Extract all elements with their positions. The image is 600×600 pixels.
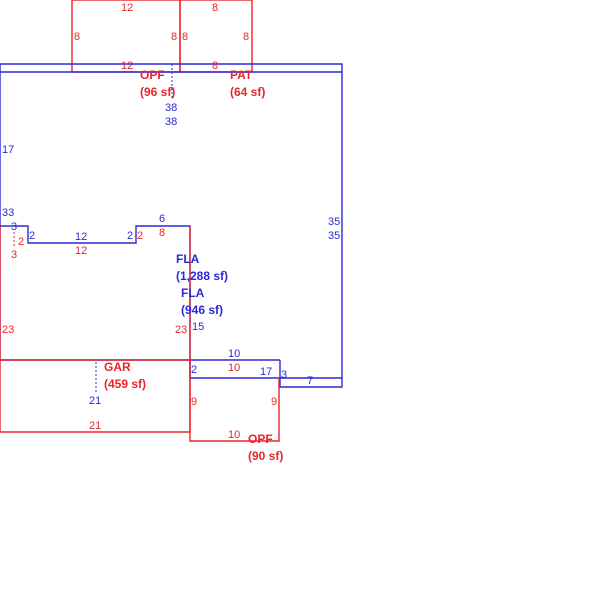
dim-label: 35 <box>328 216 340 228</box>
dim-label: 8 <box>212 2 218 14</box>
dim-label: 12 <box>75 245 87 257</box>
dim-label: 8 <box>243 31 249 43</box>
area-name-pat: PAT <box>230 68 253 82</box>
dim-label: 12 <box>121 2 133 14</box>
dim-label: 15 <box>192 321 204 333</box>
dim-label: 3 <box>11 249 17 261</box>
dim-label: 33 <box>2 207 14 219</box>
dim-label: 21 <box>89 420 101 432</box>
dim-label: 8 <box>74 31 80 43</box>
fla-sub-outline <box>0 226 191 361</box>
dim-label: 8 <box>182 31 188 43</box>
dim-label: 10 <box>228 362 240 374</box>
area-size-fla-main: (1,288 sf) <box>176 269 228 283</box>
dim-label: 2 <box>29 230 35 242</box>
dim-label: 2 <box>191 364 197 376</box>
area-size-opf-bottom: (90 sf) <box>248 449 283 463</box>
dim-label: 3 <box>281 369 287 381</box>
dim-label: 2 <box>137 230 143 242</box>
dim-label: 8 <box>159 227 165 239</box>
dim-label: 2 <box>18 236 24 248</box>
dim-label: 12 <box>75 231 87 243</box>
dim-label: 17 <box>260 366 272 378</box>
area-name-fla-sub: FLA <box>181 286 205 300</box>
dim-label: 6 <box>159 213 165 225</box>
area-name-fla-main: FLA <box>176 252 200 266</box>
dim-label: 23 <box>2 324 14 336</box>
dim-label: 17 <box>2 144 14 156</box>
dim-label: 9 <box>271 396 277 408</box>
dim-label: 35 <box>328 230 340 242</box>
dim-label: 38 <box>165 116 177 128</box>
area-name-gar: GAR <box>104 360 131 374</box>
area-size-fla-sub: (946 sf) <box>181 303 223 317</box>
dim-label: 7 <box>307 375 313 387</box>
dim-label: 38 <box>165 102 177 114</box>
area-size-gar: (459 sf) <box>104 377 146 391</box>
opf-bottom-outline <box>189 378 280 442</box>
dim-label: 23 <box>175 324 187 336</box>
dim-label: 2 <box>127 230 133 242</box>
dim-label: 10 <box>228 348 240 360</box>
dim-label: 21 <box>89 395 101 407</box>
area-name-opf-bottom: OPF <box>248 432 273 446</box>
area-size-pat: (64 sf) <box>230 85 265 99</box>
dim-label: 8 <box>171 31 177 43</box>
dim-label: 9 <box>191 396 197 408</box>
dim-label: 3 <box>11 221 17 233</box>
dim-label: 8 <box>212 60 218 72</box>
dim-label: 12 <box>121 60 133 72</box>
area-name-opf-top: OPF <box>140 68 165 82</box>
area-size-opf-top: (96 sf) <box>140 85 175 99</box>
dim-label: 10 <box>228 429 240 441</box>
